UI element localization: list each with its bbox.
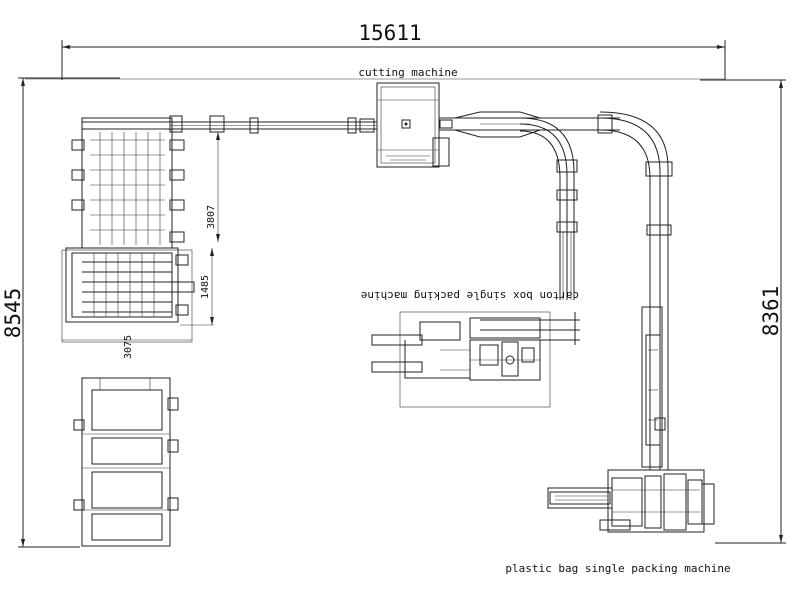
carton-box-machine [371, 311, 580, 408]
bottom-left-machine [73, 377, 179, 547]
left-dimension-line [18, 77, 120, 548]
dimension-8545: 8545 [1, 288, 25, 339]
dimension-3075: 3075 [123, 335, 134, 359]
plastic-bag-machine-label: plastic bag single packing machine [505, 562, 730, 575]
left-machine-lower [61, 247, 195, 343]
plastic-bag-machine [547, 469, 715, 533]
cutting-machine [376, 82, 450, 168]
curved-conveyor-bag [599, 111, 673, 470]
top-dimension-line [61, 40, 726, 80]
curved-conveyor-carton [519, 117, 578, 300]
cutting-machine-label: cutting machine [358, 66, 457, 79]
dimension-8361: 8361 [759, 286, 783, 337]
main-conveyor [170, 117, 377, 134]
dimension-15611: 15611 [358, 21, 421, 45]
dimension-3807-line [216, 132, 220, 242]
dimension-1485-line [180, 248, 214, 326]
dimension-1485: 1485 [200, 275, 211, 299]
dimension-3807: 3807 [206, 205, 217, 229]
right-dimension-line [700, 79, 786, 544]
carton-box-machine-label: carton box single packing machine [361, 289, 580, 302]
left-machine-upper [71, 115, 225, 249]
